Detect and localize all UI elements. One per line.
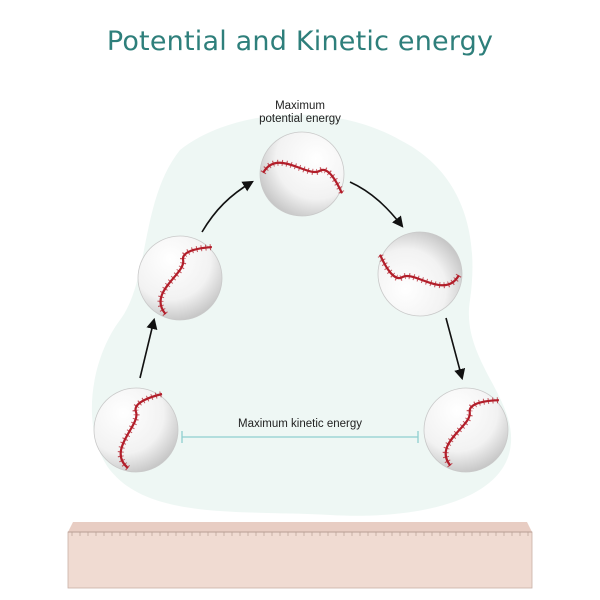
arrow-falling-to-end	[445, 317, 466, 381]
ground	[67, 522, 533, 589]
max-potential-label: Maximum potential energy	[230, 100, 370, 126]
arrow-top-to-falling	[349, 181, 404, 228]
max-kinetic-label: Maximum kinetic energy	[238, 418, 362, 430]
ground-ticks	[71, 532, 529, 536]
background-blob	[91, 114, 512, 516]
arrow-rising-to-top	[201, 180, 254, 233]
max-potential-line1: Maximum	[275, 100, 325, 112]
kinetic-distance-marker	[181, 431, 419, 443]
diagram-title: Potential and Kinetic energy	[106, 26, 494, 57]
max-potential-line2: potential energy	[259, 113, 341, 125]
ball-start	[94, 388, 178, 472]
arrow-start-to-rising	[139, 317, 158, 379]
